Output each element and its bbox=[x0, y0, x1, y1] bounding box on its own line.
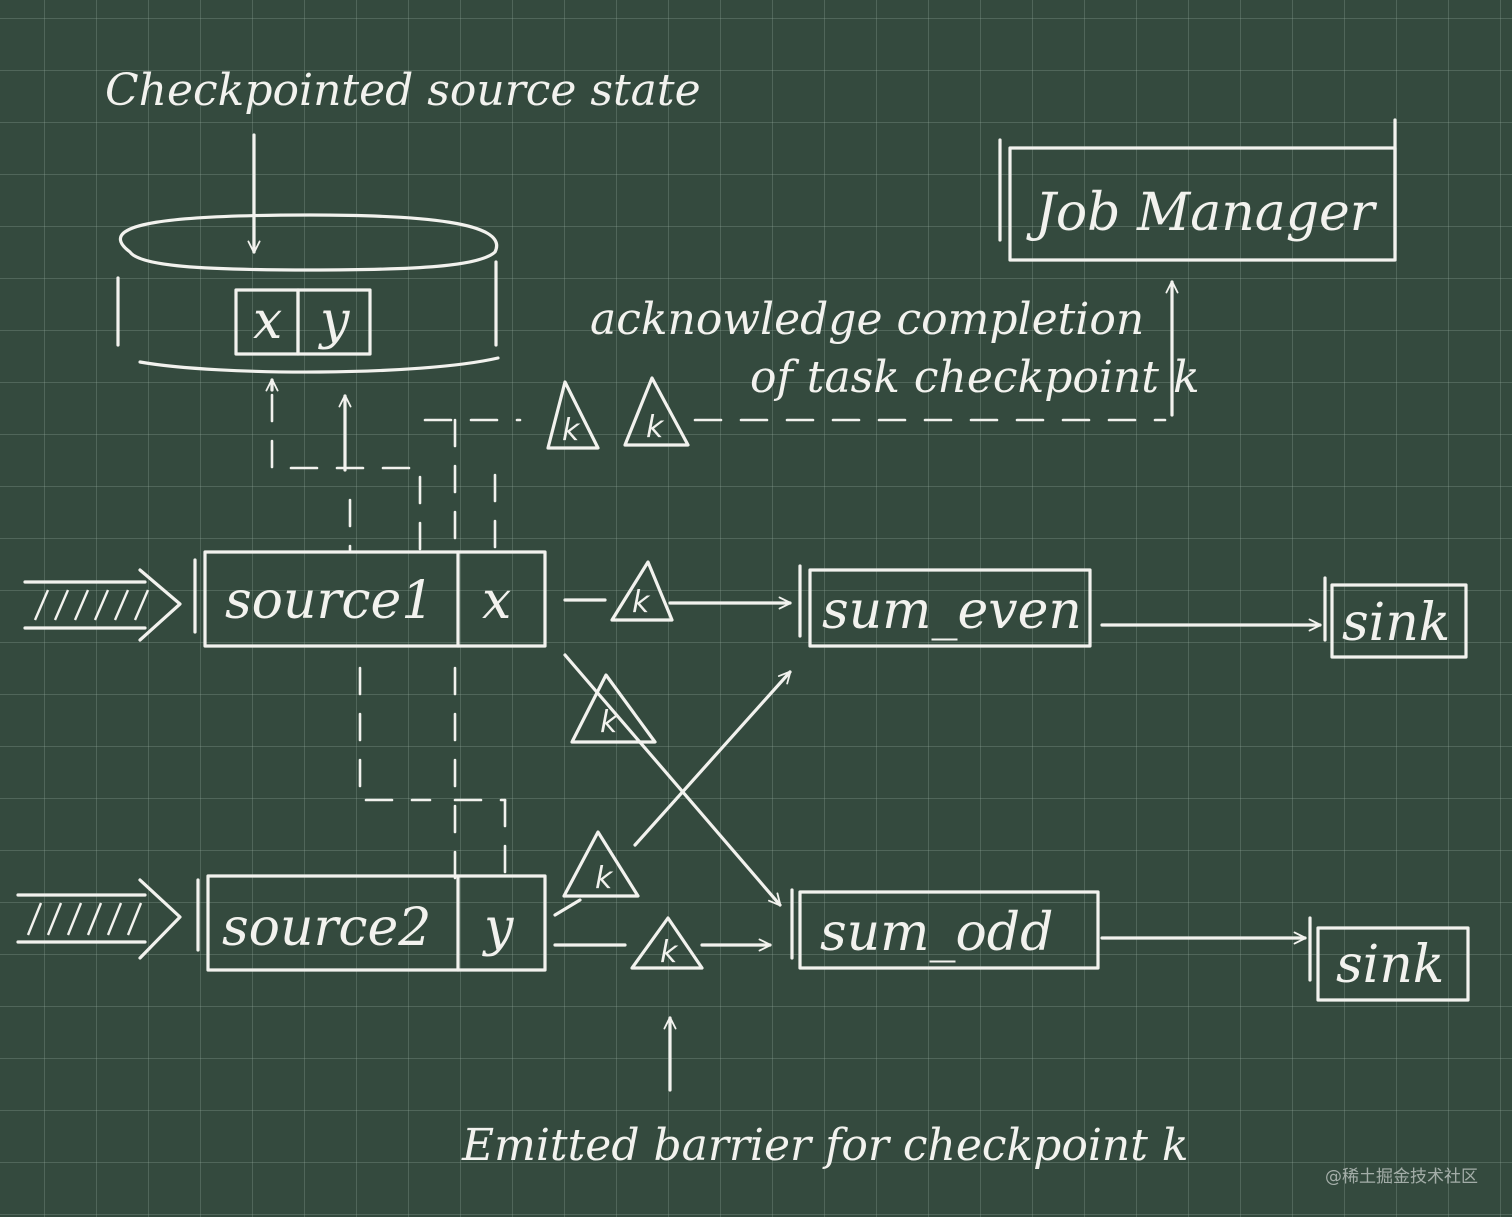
sum-even-label: sum_even bbox=[822, 581, 1082, 641]
barrier-source2-to-sum-even: k bbox=[562, 830, 640, 898]
svg-text:k: k bbox=[646, 410, 665, 445]
svg-text:k: k bbox=[562, 413, 581, 448]
checkpointed-state-label: Checkpointed source state bbox=[105, 65, 701, 116]
dataflow-edges bbox=[553, 596, 1322, 952]
state-cell-y-label: y bbox=[318, 291, 350, 351]
barrier-source2-to-sum-odd: k bbox=[630, 916, 704, 970]
svg-text:k: k bbox=[595, 861, 614, 896]
barrier-source1-to-sum-odd: k bbox=[570, 673, 657, 744]
state-cell-y bbox=[296, 288, 372, 356]
sum-odd-operator: sum_odd bbox=[790, 888, 1100, 970]
acknowledge-line2: of task checkpoint k bbox=[750, 352, 1200, 403]
sum-even-operator: sum_even bbox=[798, 564, 1092, 648]
snapshot-paths bbox=[270, 393, 1167, 882]
state-cell-x-label: x bbox=[253, 291, 282, 351]
source1-label: source1 bbox=[225, 571, 434, 631]
sink-top: sink bbox=[1323, 576, 1468, 659]
source2-state: y bbox=[482, 898, 514, 958]
barrier-source1-to-sum-even: k bbox=[610, 560, 674, 622]
source2-label: source2 bbox=[222, 898, 431, 958]
svg-text:k: k bbox=[632, 585, 651, 620]
sink-top-label: sink bbox=[1342, 593, 1450, 653]
source2-operator: source2 y bbox=[196, 874, 547, 972]
acknowledge-line1: acknowledge completion bbox=[590, 294, 1144, 345]
sink-bottom-label: sink bbox=[1336, 935, 1444, 995]
svg-text:k: k bbox=[660, 935, 679, 970]
emitted-barrier-label: Emitted barrier for checkpoint k bbox=[461, 1120, 1189, 1171]
ack-barrier-1: k bbox=[546, 380, 600, 450]
source1-operator: source1 x bbox=[193, 550, 547, 648]
job-manager: Job Manager bbox=[998, 118, 1397, 262]
ack-barrier-2: k bbox=[623, 376, 690, 447]
input-stream-1 bbox=[23, 568, 182, 642]
sum-odd-label: sum_odd bbox=[820, 903, 1053, 963]
source1-state: x bbox=[482, 571, 511, 631]
job-manager-label: Job Manager bbox=[1026, 183, 1378, 243]
sink-bottom: sink bbox=[1308, 916, 1470, 1002]
input-stream-2 bbox=[16, 878, 182, 960]
watermark: @稀土掘金技术社区 bbox=[1325, 1167, 1478, 1187]
svg-text:k: k bbox=[600, 705, 619, 740]
state-store: x y bbox=[116, 213, 500, 374]
